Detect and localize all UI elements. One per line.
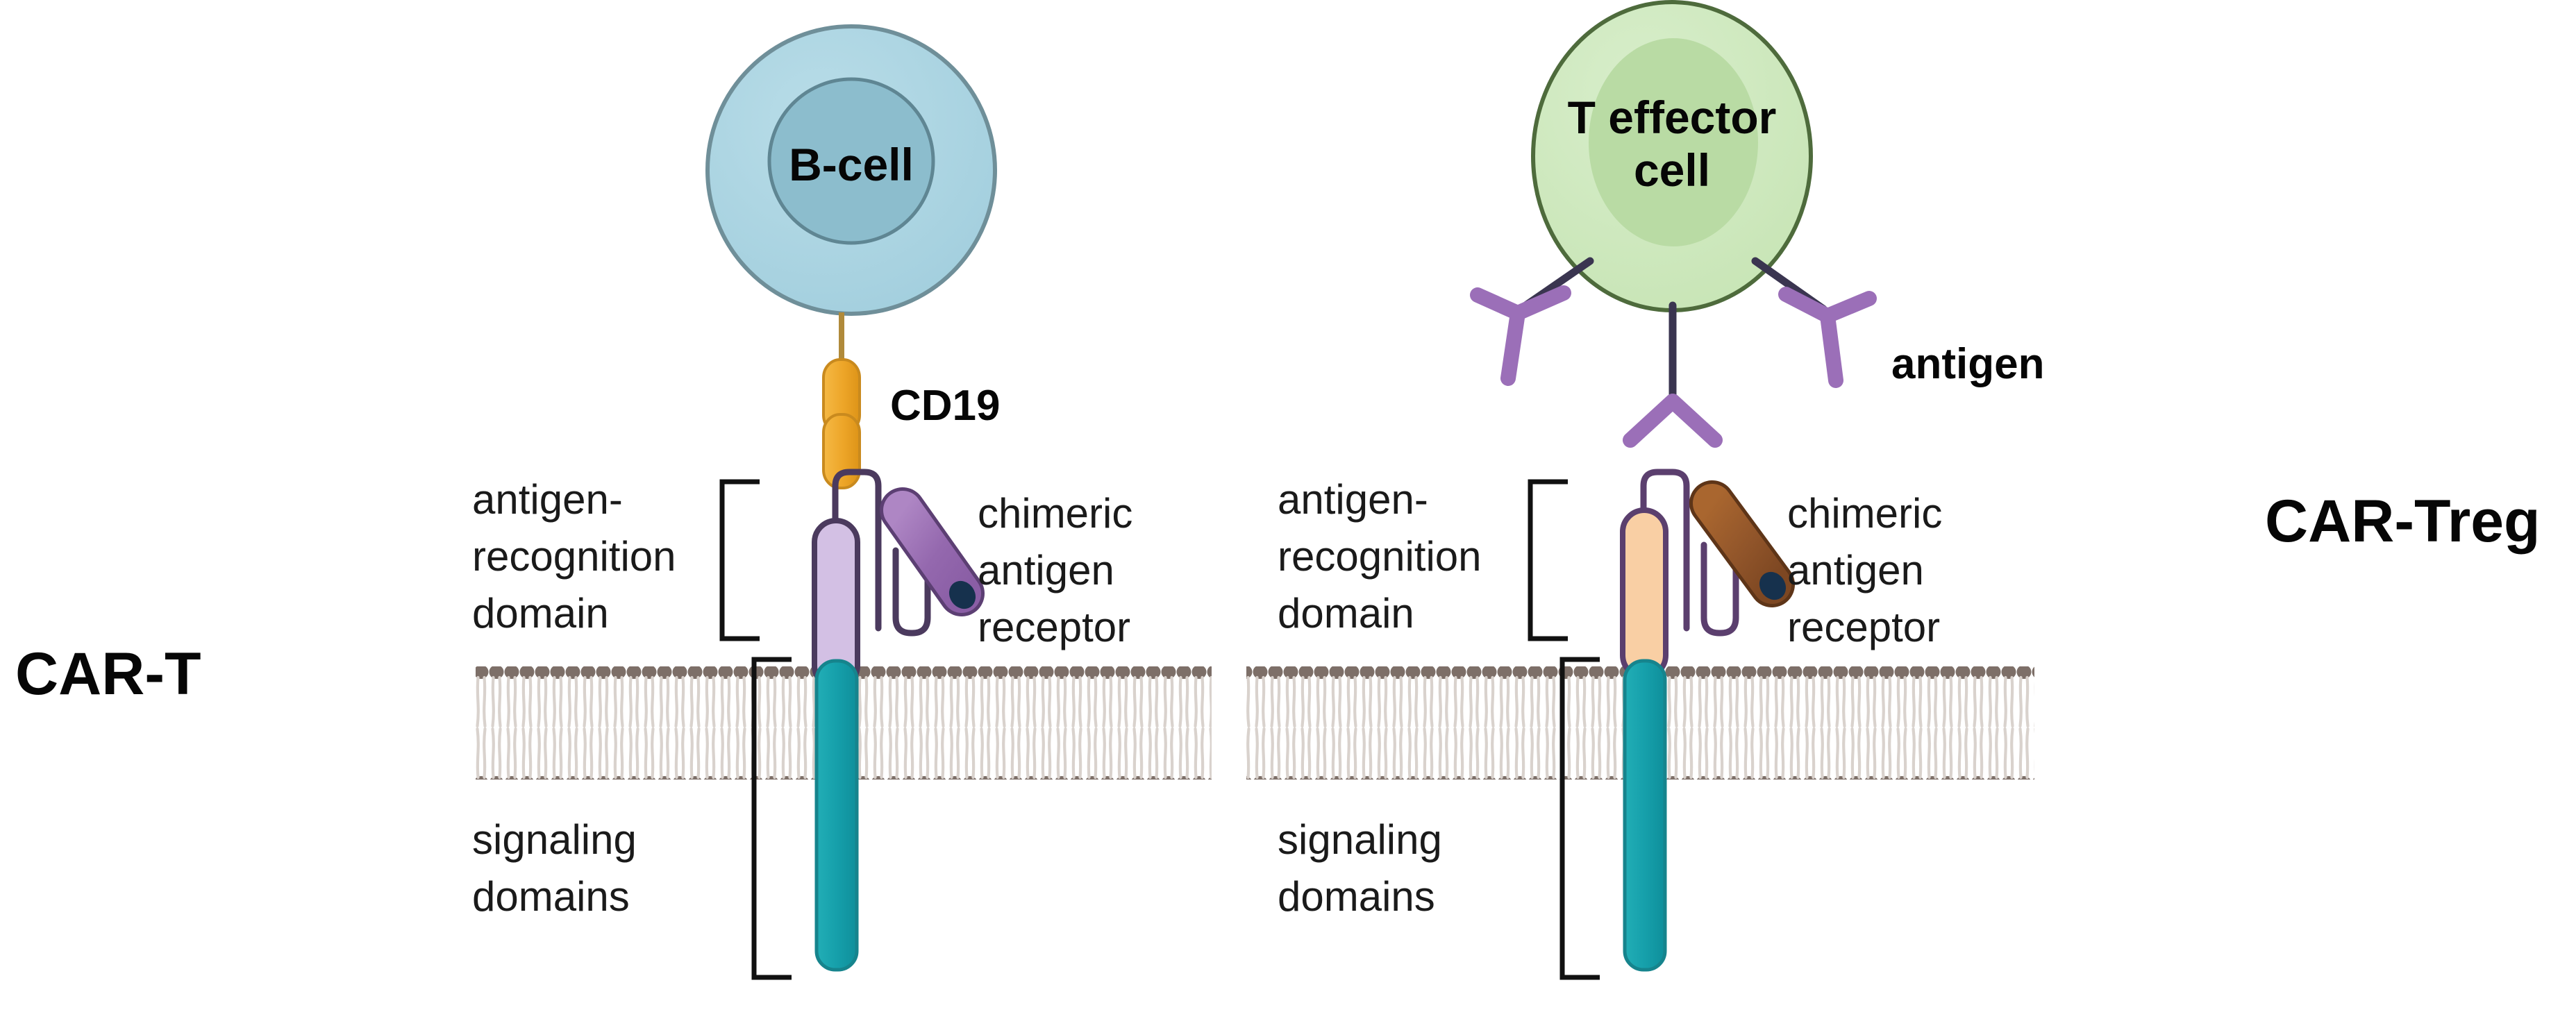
t-effector-cell-nucleus: [1589, 38, 1758, 246]
antigen-right-y-icon: [1778, 287, 1877, 388]
car-treg-transmembrane-signaling-domain: [1623, 659, 1667, 972]
car-antigen-binding-rod: [880, 487, 985, 616]
car-hinge-loop-outer: [832, 469, 882, 632]
svg-text:receptor: receptor: [978, 604, 1130, 650]
car-treg-rod-tip: [1759, 571, 1787, 600]
car-treg-hinge-loop-inner: [1700, 519, 1739, 637]
antigen-right: [1751, 257, 1877, 388]
svg-text:antigen: antigen: [978, 547, 1114, 594]
antigen-label: antigen: [1891, 340, 2044, 388]
svg-text:antigen: antigen: [1787, 547, 1924, 594]
car-transmembrane-signaling-domain: [814, 659, 859, 972]
svg-text:receptor: receptor: [1787, 604, 1940, 650]
antigen-bottom: [1623, 301, 1723, 448]
cd19-ligand: CD19: [822, 312, 1001, 489]
cd19-label: CD19: [890, 382, 1001, 430]
svg-text:domain: domain: [472, 590, 609, 637]
right-signaling-domains-label: signaling domains: [1278, 816, 1442, 920]
svg-text:recognition: recognition: [1278, 533, 1482, 580]
left-chimeric-antigen-receptor: [812, 469, 985, 972]
panel-label-car-treg: CAR-Treg: [2265, 488, 2541, 555]
panel-car-treg: CAR-Treg T effector cell antigen: [1246, 0, 2541, 980]
svg-text:antigen-: antigen-: [472, 476, 623, 523]
car-treg-antigen-binding-rod: [1689, 480, 1795, 607]
svg-text:antigen-: antigen-: [1278, 476, 1428, 523]
svg-text:signaling: signaling: [1278, 816, 1442, 863]
b-cell: B-cell: [705, 24, 997, 316]
right-chimeric-antigen-receptor-label: chimeric antigen receptor: [1787, 490, 1942, 650]
car-rod-tip: [948, 580, 976, 609]
t-effector-cell: T effector cell: [1531, 0, 1813, 312]
panel-label-car-t: CAR-T: [15, 641, 201, 707]
panel-car-t: CAR-T B-cell CD19: [15, 24, 1212, 980]
left-signaling-domains-label: signaling domains: [472, 816, 637, 920]
t-effector-cell-label-line1: T effector: [1568, 92, 1777, 143]
b-cell-label: B-cell: [789, 139, 914, 190]
left-chimeric-antigen-receptor-label: chimeric antigen receptor: [978, 490, 1132, 650]
right-antigen-recognition-domain-label: antigen- recognition domain: [1278, 476, 1482, 637]
svg-text:chimeric: chimeric: [1787, 490, 1942, 537]
svg-text:domains: domains: [472, 873, 630, 920]
car-treg-hinge-loop-outer: [1640, 469, 1690, 632]
svg-text:chimeric: chimeric: [978, 490, 1132, 537]
svg-text:signaling: signaling: [472, 816, 637, 863]
left-signaling-bracket: [751, 657, 792, 980]
antigen-left: [1470, 257, 1594, 386]
antigen-bottom-y-icon: [1623, 394, 1723, 448]
t-effector-cell-label-line2: cell: [1634, 144, 1710, 196]
svg-text:domain: domain: [1278, 590, 1414, 637]
svg-text:domains: domains: [1278, 873, 1435, 920]
b-cell-nucleus: [767, 77, 935, 245]
car-hinge-loop-inner: [892, 523, 931, 637]
antigen-left-y-icon: [1470, 285, 1571, 386]
car-treg-scfv-domain: [1620, 507, 1668, 680]
right-signaling-bracket: [1559, 657, 1600, 980]
left-antigen-recognition-bracket: [719, 479, 760, 641]
right-chimeric-antigen-receptor: [1620, 469, 1795, 972]
right-antigen-recognition-bracket: [1528, 479, 1568, 641]
left-antigen-recognition-domain-label: antigen- recognition domain: [472, 476, 676, 637]
svg-text:recognition: recognition: [472, 533, 676, 580]
